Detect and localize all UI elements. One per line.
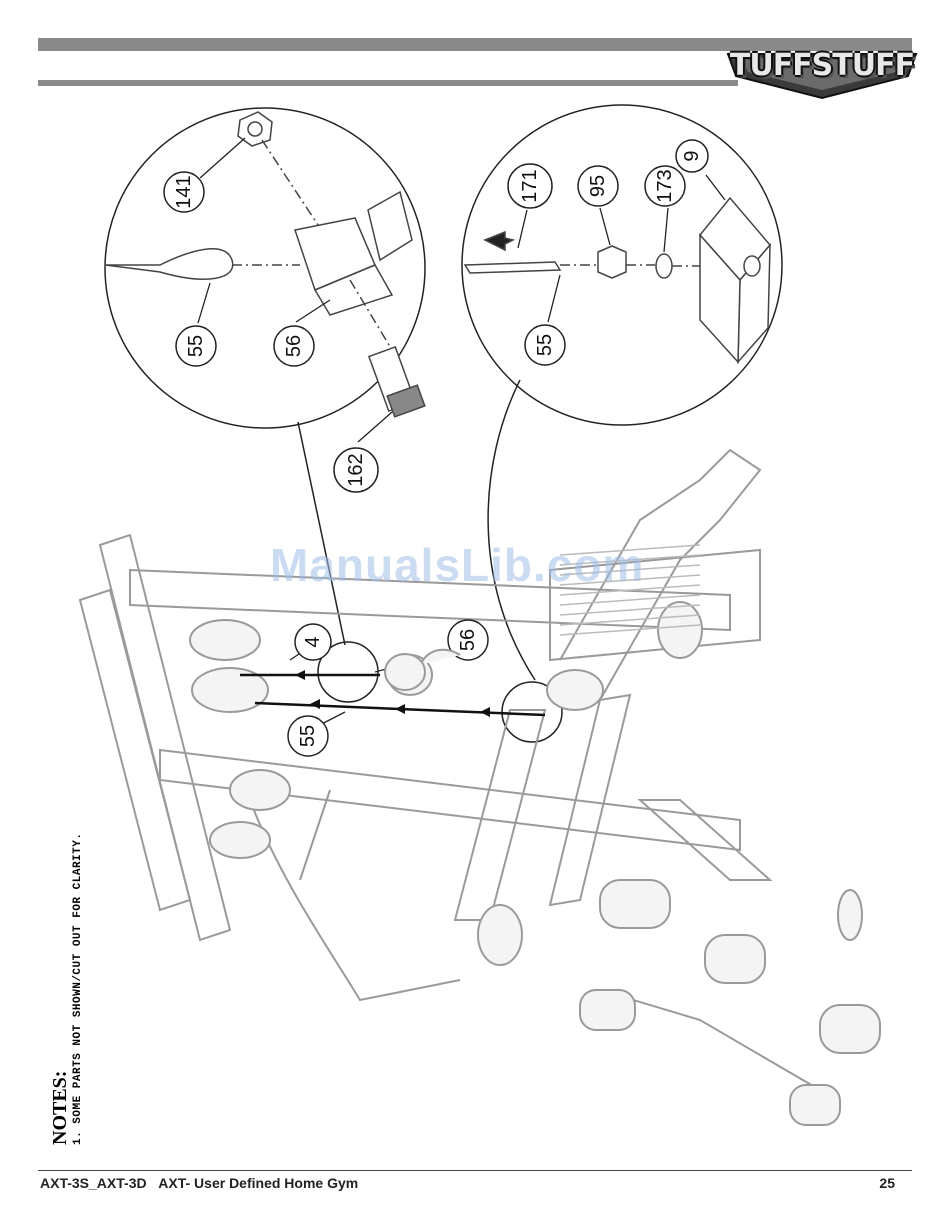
callout-left-2-label: 55 bbox=[185, 335, 207, 357]
callout-left-1-label: 141 bbox=[173, 175, 195, 208]
callout-right-2-label: 95 bbox=[587, 175, 609, 197]
cable-end-55-right bbox=[465, 262, 560, 273]
callout-right-5-label: 55 bbox=[534, 334, 556, 356]
logo-text: TUFFSTUFF bbox=[722, 48, 922, 83]
cable-end-55 bbox=[105, 249, 233, 279]
callout-left-4-label: 162 bbox=[345, 453, 367, 486]
callout-main-2-label: 56 bbox=[457, 629, 479, 651]
footer-doc-title: AXT- User Defined Home Gym bbox=[158, 1175, 358, 1191]
left-detail-parts bbox=[105, 112, 425, 417]
header-bar-bottom bbox=[38, 80, 738, 86]
callout-right-1-label: 171 bbox=[519, 169, 541, 202]
washer-173 bbox=[656, 254, 672, 278]
watermark: ManualsLib.com bbox=[270, 538, 644, 592]
right-detail-parts bbox=[465, 198, 770, 362]
notes-item: 1. SOME PARTS NOT SHOWN/CUT OUT FOR CLAR… bbox=[70, 805, 86, 1145]
detail-leader-right bbox=[488, 380, 535, 680]
callout-main-1-label: 4 bbox=[302, 636, 324, 647]
callout-left-3-label: 56 bbox=[283, 335, 305, 357]
callout-right-3-label: 173 bbox=[654, 169, 676, 202]
exploded-assembly-diagram: 141 55 56 162 171 95 173 9 55 4 56 55 bbox=[0, 100, 950, 1170]
nut-95 bbox=[598, 246, 626, 278]
gym-pulleys-and-pads bbox=[190, 602, 880, 1125]
footer-rule bbox=[38, 1170, 912, 1171]
callout-right-4-label: 9 bbox=[681, 150, 703, 161]
brand-logo: TUFFSTUFF bbox=[722, 40, 922, 102]
notes-title: NOTES: bbox=[50, 805, 70, 1145]
callout-main-3-label: 55 bbox=[297, 725, 319, 747]
footer-model: AXT-3S_AXT-3D bbox=[40, 1175, 147, 1191]
page-number: 25 bbox=[879, 1175, 895, 1191]
pulley-56 bbox=[385, 654, 425, 690]
footer-title: AXT-3S_AXT-3D AXT- User Defined Home Gym bbox=[40, 1175, 358, 1191]
notes-block: NOTES: 1. SOME PARTS NOT SHOWN/CUT OUT F… bbox=[50, 805, 90, 1145]
